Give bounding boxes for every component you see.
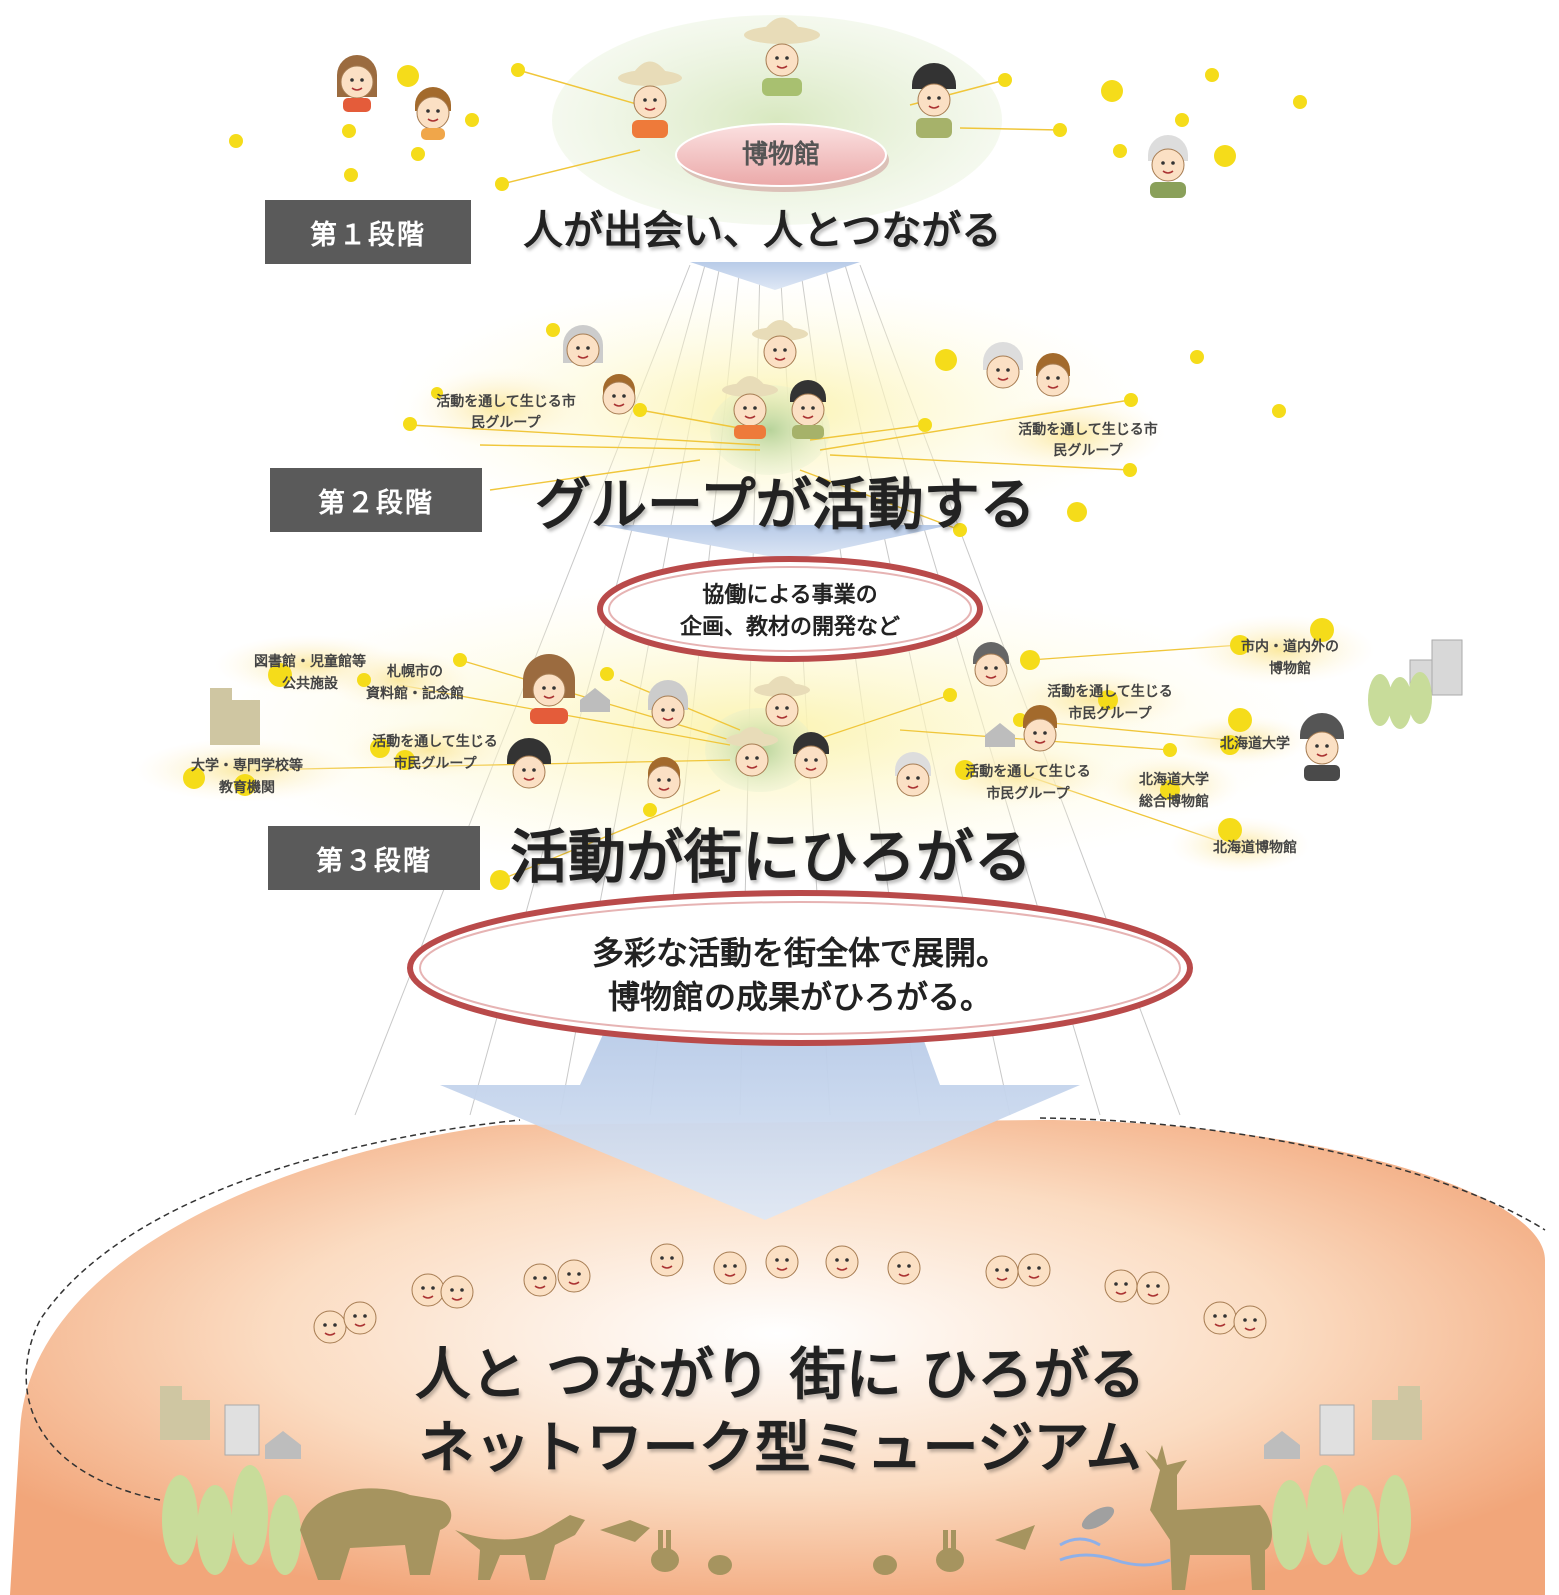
person-child-left [415, 87, 451, 140]
rabbit-silhouette-2 [936, 1548, 964, 1572]
node-citizen-group-right1-line2: 市民グループ [1068, 706, 1152, 722]
callout-expansion-line1: 多彩な活動を街全体で展開。 [591, 934, 1008, 972]
node-hokudai-museum-line1: 北海道大学 [1139, 772, 1209, 788]
final-title-line1: 人と つながり 街に ひろがる [414, 1343, 1146, 1408]
node-citizen-group-right2-line1: 活動を通して生じる [965, 764, 1091, 780]
stage3-label-glows [135, 615, 1375, 873]
arrow-3-stem [440, 1030, 1080, 1220]
callout-collaboration-inner [608, 566, 972, 652]
stage2-group-left: 活動を通して生じる市民グループ [436, 394, 576, 431]
stage2-label: 第２段階 [270, 468, 482, 532]
stage2-people [563, 320, 1070, 439]
node-citizen-group-right1-line1: 活動を通して生じる [1047, 684, 1173, 700]
callout-collaboration-line2: 企画、教材の開発など [679, 615, 900, 640]
person-woman-left [337, 55, 377, 112]
swallow-silhouette [995, 1525, 1035, 1550]
rabbit-silhouette [651, 1548, 679, 1572]
stage3-headline: 活動が街にひろがる [510, 823, 1033, 891]
network-dots [183, 63, 1334, 890]
deer-silhouette [1145, 1445, 1272, 1590]
museum-pill [675, 123, 887, 187]
node-citizen-group-left-line1: 活動を通して生じる [372, 734, 498, 750]
stage1-headline: 人が出会い、人とつながる [523, 208, 1002, 254]
fox-silhouette [455, 1515, 585, 1580]
arrow-1 [690, 262, 860, 290]
stage1-label: 第１段階 [265, 200, 471, 264]
fish-and-river [1059, 1506, 1171, 1567]
final-title-line2: ネットワーク型ミュージアム [418, 1416, 1142, 1481]
person-hat-woman [618, 61, 682, 138]
node-hokkaido-museum: 北海道博物館 [1213, 840, 1297, 856]
person-elder-man [1148, 135, 1188, 198]
arrow-2 [600, 525, 950, 560]
person-hat-man [744, 17, 820, 96]
callout-expansion-inner [419, 901, 1181, 1035]
dashed-boundary [25, 1117, 1546, 1501]
final-people [313, 1243, 1267, 1344]
node-universities-line1: 大学・専門学校等 [191, 758, 303, 774]
stage2-lines [409, 399, 1131, 531]
node-universities-line2: 教育機関 [219, 780, 275, 796]
squirrel-silhouette-2 [873, 1555, 897, 1575]
stage2-group-right: 活動を通して生じる市民グループ [1018, 422, 1158, 459]
callout-collaboration-ring [597, 556, 983, 662]
stage1-halo [552, 15, 1002, 225]
node-museums-in-out-line2: 博物館 [1269, 661, 1311, 677]
museum-label: 博物館 [741, 140, 820, 170]
stage2-glow-right [975, 395, 1165, 475]
person-glasses-man [912, 63, 956, 138]
salmon-icon [1081, 1506, 1115, 1530]
bear-silhouette [300, 1488, 452, 1580]
callout-expansion-ring [407, 890, 1193, 1046]
node-public-facilities-line1: 図書館・児童館等 [254, 654, 366, 670]
node-citizen-group-left-line2: 市民グループ [393, 756, 477, 772]
node-museums-in-out-line1: 市内・道内外の [1241, 639, 1339, 655]
stage3-label: 第３段階 [268, 826, 480, 890]
callout-collaboration-line1: 協働による事業の [702, 583, 878, 608]
callout-expansion-line2: 博物館の成果がひろがる。 [607, 978, 992, 1016]
node-hokudai: 北海道大学 [1220, 736, 1290, 752]
node-sapporo-archives-line2: 資料館・記念館 [366, 686, 464, 702]
squirrel-silhouette [708, 1555, 732, 1575]
stage3-people [507, 642, 1344, 799]
node-hokudai-museum-line2: 総合博物館 [1139, 794, 1209, 810]
node-sapporo-archives-line1: 札幌市の [387, 664, 443, 680]
node-public-facilities-line2: 公共施設 [282, 676, 338, 692]
stage2-headline: グループが活動する [535, 473, 1036, 538]
animals [300, 1445, 1272, 1590]
buildings-and-trees [160, 639, 1463, 1575]
node-citizen-group-right2-line2: 市民グループ [986, 786, 1070, 802]
bird-silhouette [600, 1520, 650, 1542]
